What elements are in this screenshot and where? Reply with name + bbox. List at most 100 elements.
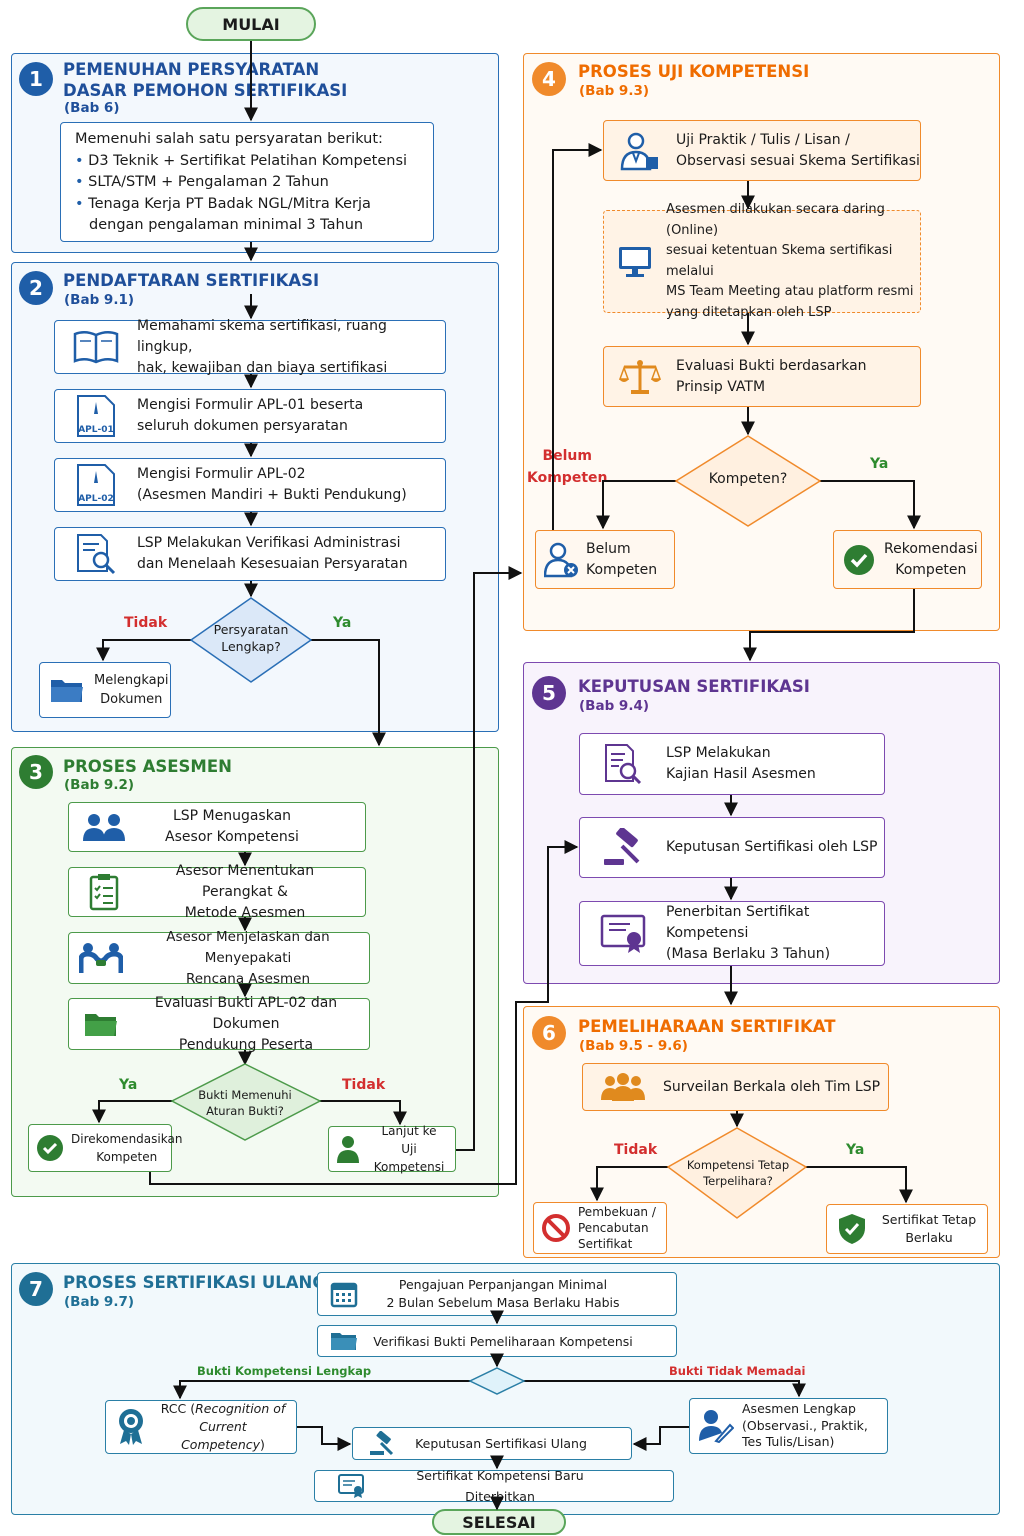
recertification-decision-step: Keputusan Sertifikasi Ulang <box>352 1427 632 1460</box>
competent-decision-text: Kompeten? <box>708 471 788 487</box>
decision-step-lsp: Keputusan Sertifikasi oleh LSP <box>579 817 885 878</box>
label-insufficient-evidence: Bukti Tidak Memadai <box>669 1364 806 1378</box>
requirements-box: Memenuhi salah satu persyaratan berikut:… <box>60 122 434 242</box>
folder-icon <box>318 1330 370 1352</box>
handshake-icon <box>69 941 133 975</box>
section-7-title: PROSES SERTIFIKASI ULANG <box>63 1273 326 1292</box>
section-6-subtitle: (Bab 9.5 - 9.6) <box>579 1038 688 1054</box>
registration-step-apl02: APL-02 Mengisi Formulir APL-02(Asesmen M… <box>54 458 446 512</box>
test-step-practice: Uji Praktik / Tulis / Lisan /Observasi s… <box>603 120 921 181</box>
clipboard-icon <box>69 873 139 911</box>
label-ya: Ya <box>846 1142 865 1158</box>
section-2-title: PENDAFTARAN SERTIFIKASI <box>63 271 320 290</box>
form-apl02-icon: APL-02 <box>55 463 137 507</box>
folder-icon <box>40 676 94 704</box>
document-search-icon <box>55 533 137 575</box>
label-ya: Ya <box>870 456 889 472</box>
section-number-3: 3 <box>19 755 53 789</box>
label-complete-evidence: Bukti Kompetensi Lengkap <box>197 1364 372 1378</box>
award-ribbon-icon <box>106 1408 156 1446</box>
decision-step-issue: Penerbitan Sertifikat Kompetensi(Masa Be… <box>579 901 885 966</box>
label-ya: Ya <box>333 615 352 631</box>
folder-icon <box>69 1010 133 1038</box>
monitor-icon <box>604 245 666 279</box>
form-apl01-icon: APL-01 <box>55 394 137 438</box>
svg-text:APL-01: APL-01 <box>78 425 114 435</box>
section-number-6: 6 <box>532 1016 566 1050</box>
section-number-5: 5 <box>532 676 566 710</box>
section-1-subtitle: (Bab 6) <box>64 100 120 116</box>
start-terminal: MULAI <box>186 7 316 41</box>
start-label: MULAI <box>222 14 280 34</box>
online-assessment-box: Asesmen dilakukan secara daring (Online)… <box>603 202 921 320</box>
section-7-subtitle: (Bab 9.7) <box>64 1294 135 1310</box>
section-6-title: PEMELIHARAAN SERTIFIKAT <box>578 1017 836 1036</box>
calendar-icon <box>318 1280 370 1308</box>
full-assessment-box: Asesmen Lengkap(Observasi., Praktik,Tes … <box>689 1398 888 1454</box>
new-certificate-step: Sertifikat Kompetensi Baru Diterbitkan <box>314 1468 674 1504</box>
label-tidak: Tidak <box>614 1142 658 1158</box>
book-icon <box>55 330 137 364</box>
section-number-2: 2 <box>19 271 53 305</box>
section-5-subtitle: (Bab 9.4) <box>579 698 650 714</box>
requirement-item: • SLTA/STM + Pengalaman 2 Tahun <box>75 174 329 190</box>
certificate-icon <box>580 914 666 954</box>
label-tidak: Tidak <box>342 1077 386 1093</box>
document-search-icon <box>580 743 666 785</box>
prohibited-icon <box>534 1213 578 1243</box>
person-x-icon <box>536 542 586 578</box>
certificate-icon <box>315 1473 387 1499</box>
label-tidak: Tidak <box>124 615 168 631</box>
requirements-intro: Memenuhi salah satu persyaratan berikut: <box>75 131 383 147</box>
shield-check-icon <box>827 1213 877 1245</box>
assessment-step-method: Asesor Menentukan Perangkat &Metode Ases… <box>68 863 366 921</box>
scales-icon <box>604 359 676 395</box>
team-icon <box>583 1072 663 1102</box>
section-number-1: 1 <box>19 62 53 96</box>
section-3-subtitle: (Bab 9.2) <box>64 777 135 793</box>
svg-text:APL-02: APL-02 <box>78 494 114 504</box>
section-4-subtitle: (Bab 9.3) <box>579 83 650 99</box>
examiner-icon <box>604 131 676 171</box>
gavel-icon <box>580 827 666 868</box>
people-icon <box>69 811 139 843</box>
section-number-7: 7 <box>19 1272 53 1306</box>
section-5-title: KEPUTUSAN SERTIFIKASI <box>578 677 810 696</box>
section-number-4: 4 <box>532 62 566 96</box>
end-label: SELESAI <box>462 1512 536 1532</box>
section-4-title: PROSES UJI KOMPETENSI <box>578 62 810 81</box>
label-ya: Ya <box>119 1077 138 1093</box>
section-2-subtitle: (Bab 9.1) <box>64 292 135 308</box>
gavel-icon <box>353 1430 411 1457</box>
requirement-item: • D3 Teknik + Sertifikat Pelatihan Kompe… <box>75 152 408 169</box>
surveillance-step: Surveilan Berkala oleh Tim LSP <box>582 1063 889 1111</box>
requirement-item: • Tenaga Kerja PT Badak NGL/Mitra Kerja <box>75 195 371 212</box>
end-terminal: SELESAI <box>432 1509 566 1535</box>
person-edit-icon <box>690 1409 742 1443</box>
check-circle-icon <box>29 1134 71 1162</box>
check-circle-icon <box>834 544 884 576</box>
requirement-item-continued: dengan pengalaman minimal 3 Tahun <box>89 217 364 233</box>
person-icon <box>329 1135 367 1163</box>
